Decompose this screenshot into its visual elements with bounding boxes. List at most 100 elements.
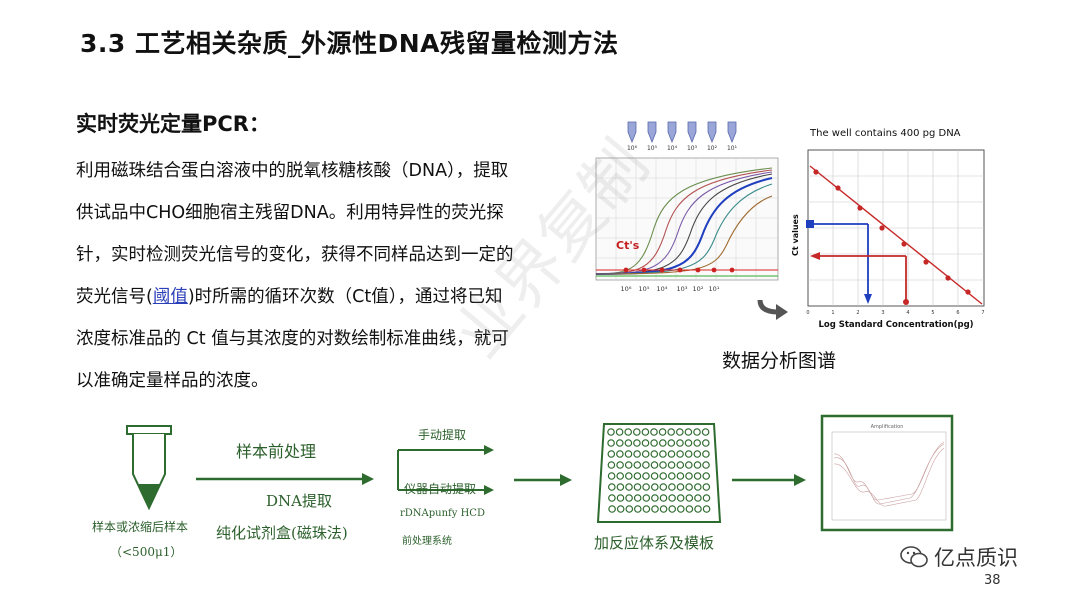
well bbox=[694, 494, 702, 502]
well bbox=[702, 472, 711, 480]
sample-projection-blue bbox=[806, 220, 872, 304]
well bbox=[693, 461, 702, 469]
well bbox=[642, 505, 651, 513]
well bbox=[607, 472, 616, 480]
well bbox=[607, 439, 615, 447]
well bbox=[616, 450, 624, 458]
well bbox=[702, 494, 711, 502]
well bbox=[633, 505, 642, 513]
well bbox=[676, 472, 685, 480]
standard-curve-title: The well contains 400 pg DNA bbox=[809, 128, 961, 139]
tube-volume: （<500μ1） bbox=[110, 545, 183, 559]
paragraph-line: 浓度标准品的 Ct 值与其浓度的对数绘制标准曲线，就可 bbox=[76, 329, 509, 349]
step-pretreatment: 样本前处理 bbox=[236, 442, 317, 461]
paragraph-line: 供试品中CHO细胞宿主残留DNA。利用特异性的荧光探 bbox=[76, 203, 504, 223]
plot-grid bbox=[596, 158, 778, 280]
body-paragraph: 利用磁珠结合蛋白溶液中的脱氧核糖核酸（DNA），提取 供试品中CHO细胞宿主残留… bbox=[76, 150, 546, 402]
well bbox=[676, 439, 684, 447]
x-tick-label: 10¹ bbox=[709, 285, 720, 293]
manual-extraction: 手动提取 bbox=[418, 428, 467, 442]
curve-grid bbox=[808, 150, 984, 306]
x-tick-label: 6 bbox=[956, 310, 959, 316]
title-top-bar bbox=[0, 0, 1080, 6]
well bbox=[667, 461, 676, 469]
well bbox=[650, 483, 659, 491]
well bbox=[702, 505, 711, 513]
well bbox=[668, 472, 676, 480]
well bbox=[624, 439, 633, 447]
screen-title: Amplification bbox=[871, 424, 904, 430]
well bbox=[608, 494, 616, 502]
well bbox=[658, 428, 667, 436]
amplification-curves bbox=[595, 167, 773, 275]
tube-label: 10⁶ bbox=[627, 145, 638, 152]
well bbox=[650, 428, 658, 436]
well-plate-icon bbox=[596, 423, 722, 523]
curved-arrow-icon bbox=[757, 299, 788, 320]
well bbox=[625, 505, 634, 513]
well bbox=[641, 450, 650, 458]
x-tick-label: 10³ bbox=[677, 285, 688, 293]
arrow-icon bbox=[514, 474, 572, 486]
well bbox=[642, 494, 651, 502]
x-tick-label: 10⁶ bbox=[621, 285, 632, 293]
well bbox=[650, 472, 659, 480]
well bbox=[633, 494, 642, 502]
well bbox=[676, 428, 684, 436]
well bbox=[624, 472, 633, 480]
well bbox=[701, 428, 710, 436]
plate-label: 加反应体系及模板 bbox=[594, 534, 715, 552]
amplification-plot: 10⁶ 10⁵ 10⁴ 10³ 10² 10¹ Ct's 10⁶ 10⁵ 10⁴ bbox=[595, 121, 779, 293]
well bbox=[684, 450, 693, 458]
instrument-screen-icon: Amplification bbox=[820, 414, 954, 532]
well bbox=[659, 461, 667, 469]
well bbox=[607, 428, 615, 436]
ct-points bbox=[623, 267, 735, 273]
well bbox=[624, 450, 633, 458]
well bbox=[642, 483, 650, 491]
well bbox=[607, 483, 616, 491]
paragraph-line: 利用磁珠结合蛋白溶液中的脱氧核糖核酸（DNA），提取 bbox=[76, 161, 509, 181]
well bbox=[668, 494, 676, 502]
well bbox=[667, 450, 676, 458]
ct-label: Ct's bbox=[616, 239, 640, 252]
well bbox=[668, 505, 677, 513]
x-tick-label: 5 bbox=[931, 310, 934, 316]
well bbox=[625, 483, 633, 491]
sample-projection-red bbox=[810, 252, 909, 305]
well bbox=[633, 461, 642, 469]
well bbox=[608, 505, 616, 513]
well bbox=[650, 439, 658, 447]
well bbox=[641, 428, 650, 436]
well bbox=[667, 439, 676, 447]
well bbox=[642, 461, 650, 469]
instrument-extraction: 仪器自动提取 bbox=[404, 482, 477, 496]
step-kit: 纯化试剂盒(磁珠法) bbox=[216, 524, 348, 542]
section-subtitle: 实时荧光定量PCR： bbox=[76, 112, 270, 136]
threshold-link[interactable]: 阈值 bbox=[152, 287, 188, 307]
well bbox=[693, 428, 701, 436]
instrument-name: rDNApunfy HCD bbox=[400, 508, 485, 519]
well bbox=[607, 450, 616, 458]
well bbox=[659, 472, 668, 480]
well bbox=[694, 483, 702, 491]
well bbox=[694, 505, 702, 513]
standard-points bbox=[813, 169, 971, 295]
arrow-icon bbox=[732, 474, 806, 486]
well bbox=[702, 483, 711, 491]
well bbox=[616, 494, 625, 502]
x-tick-label: 7 bbox=[981, 310, 984, 316]
well bbox=[615, 428, 624, 436]
well bbox=[633, 472, 642, 480]
step-dna-extraction: DNA提取 bbox=[266, 492, 332, 510]
paragraph-line: 以准确定量样品的浓度。 bbox=[76, 371, 269, 391]
pcr-tubes bbox=[627, 121, 737, 144]
wechat-icon bbox=[900, 546, 928, 568]
brand-logo: 亿点质识 bbox=[900, 542, 1018, 572]
arrow-icon bbox=[196, 473, 374, 485]
tube-label: 10² bbox=[707, 145, 718, 152]
y-axis-label: Ct values bbox=[791, 214, 800, 256]
well bbox=[676, 450, 684, 458]
figure-caption: 数据分析图谱 bbox=[722, 350, 837, 372]
paragraph-line: 荧光信号(阈值)时所需的循环次数（Ct值），通过将已知 bbox=[76, 276, 546, 318]
